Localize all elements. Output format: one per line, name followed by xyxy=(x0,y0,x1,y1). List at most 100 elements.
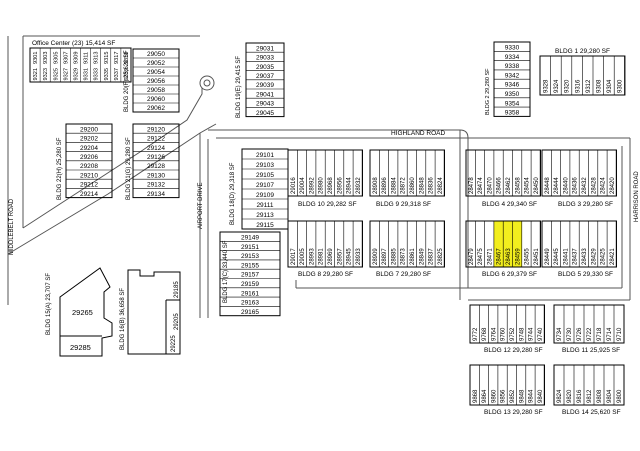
unit-29200[interactable]: 29200 xyxy=(80,126,98,133)
unit-29265[interactable]: 29265 xyxy=(72,308,93,317)
unit-9752[interactable]: 9752 xyxy=(510,327,516,341)
unit-29037[interactable]: 29037 xyxy=(256,73,274,80)
unit-9856[interactable]: 9856 xyxy=(501,389,507,403)
unit-29285[interactable]: 29285 xyxy=(70,343,91,352)
unit-9354[interactable]: 9354 xyxy=(505,100,520,107)
unit-28471[interactable]: 28471 xyxy=(487,248,493,265)
unit-9772[interactable]: 9772 xyxy=(473,327,479,341)
unit-9337[interactable]: 9337 xyxy=(114,68,120,80)
unit-28466[interactable]: 28466 xyxy=(497,177,503,194)
unit-29050[interactable]: 29050 xyxy=(147,51,165,58)
unit-29161[interactable]: 29161 xyxy=(241,290,259,297)
unit-28969[interactable]: 28969 xyxy=(328,248,334,265)
unit-29163[interactable]: 29163 xyxy=(241,300,259,307)
unit-28824[interactable]: 28824 xyxy=(438,177,444,194)
unit-29214[interactable]: 29214 xyxy=(80,191,98,198)
unit-29031[interactable]: 29031 xyxy=(256,45,274,52)
unit-28455[interactable]: 28455 xyxy=(525,248,531,265)
unit-9325[interactable]: 9325 xyxy=(53,68,59,80)
unit-9333[interactable]: 9333 xyxy=(94,68,100,80)
unit-29054[interactable]: 29054 xyxy=(147,69,165,76)
unit-28933[interactable]: 28933 xyxy=(356,248,362,265)
unit-29126[interactable]: 29126 xyxy=(147,154,165,161)
unit-28885[interactable]: 28885 xyxy=(391,248,397,265)
unit-29149[interactable]: 29149 xyxy=(241,235,259,242)
unit-9350[interactable]: 9350 xyxy=(505,91,520,98)
unit-29017[interactable]: 29017 xyxy=(291,248,297,265)
unit-9308[interactable]: 9308 xyxy=(596,79,602,93)
unit-9852[interactable]: 9852 xyxy=(510,389,516,403)
unit-28836[interactable]: 28836 xyxy=(429,177,435,194)
unit-28944[interactable]: 28944 xyxy=(347,177,353,194)
unit-29101[interactable]: 29101 xyxy=(256,152,274,159)
unit-29016[interactable]: 29016 xyxy=(291,177,297,194)
unit-28981[interactable]: 28981 xyxy=(319,248,325,265)
unit-28437[interactable]: 28437 xyxy=(573,248,579,265)
unit-28429[interactable]: 28429 xyxy=(591,248,597,265)
unit-29204[interactable]: 29204 xyxy=(80,145,98,152)
unit-28428[interactable]: 28428 xyxy=(591,177,597,194)
unit-29210[interactable]: 29210 xyxy=(80,172,98,179)
unit-9860[interactable]: 9860 xyxy=(491,389,497,403)
unit-28458[interactable]: 28458 xyxy=(515,177,521,194)
unit-9317[interactable]: 9317 xyxy=(114,52,120,64)
unit-9320[interactable]: 9320 xyxy=(565,79,571,93)
unit-9800[interactable]: 9800 xyxy=(617,389,623,403)
unit-9328[interactable]: 9328 xyxy=(543,79,549,93)
unit-28444[interactable]: 28444 xyxy=(554,177,560,194)
unit-28478[interactable]: 28478 xyxy=(469,177,475,194)
unit-28860[interactable]: 28860 xyxy=(410,177,416,194)
unit-28873[interactable]: 28873 xyxy=(401,248,407,265)
unit-9311[interactable]: 9311 xyxy=(84,52,90,64)
unit-29165[interactable]: 29165 xyxy=(241,309,259,316)
unit-9710[interactable]: 9710 xyxy=(617,327,623,341)
unit-28908[interactable]: 28908 xyxy=(373,177,379,194)
unit-28992[interactable]: 28992 xyxy=(309,177,315,194)
unit-29115[interactable]: 29115 xyxy=(256,222,274,229)
unit-29185[interactable]: 29185 xyxy=(174,281,180,298)
unit-9740[interactable]: 9740 xyxy=(538,327,544,341)
unit-29035[interactable]: 29035 xyxy=(256,64,274,71)
unit-29105[interactable]: 29105 xyxy=(256,172,274,179)
unit-29056[interactable]: 29056 xyxy=(147,78,165,85)
unit-9844[interactable]: 9844 xyxy=(529,389,535,403)
unit-28956[interactable]: 28956 xyxy=(337,177,343,194)
unit-29208[interactable]: 29208 xyxy=(80,163,98,170)
unit-28993[interactable]: 28993 xyxy=(309,248,315,265)
unit-28463[interactable]: 28463 xyxy=(506,248,512,265)
unit-28433[interactable]: 28433 xyxy=(582,248,588,265)
unit-28479[interactable]: 28479 xyxy=(469,248,475,265)
unit-9804[interactable]: 9804 xyxy=(607,389,613,403)
unit-28445[interactable]: 28445 xyxy=(554,248,560,265)
unit-9316[interactable]: 9316 xyxy=(575,79,581,93)
unit-28932[interactable]: 28932 xyxy=(356,177,362,194)
unit-9301[interactable]: 9301 xyxy=(33,52,39,64)
unit-9730[interactable]: 9730 xyxy=(567,327,573,341)
unit-29153[interactable]: 29153 xyxy=(241,253,259,260)
unit-28462[interactable]: 28462 xyxy=(506,177,512,194)
unit-9338[interactable]: 9338 xyxy=(505,63,520,70)
unit-29039[interactable]: 29039 xyxy=(256,82,274,89)
unit-29130[interactable]: 29130 xyxy=(147,172,165,179)
unit-9714[interactable]: 9714 xyxy=(607,327,613,341)
unit-29107[interactable]: 29107 xyxy=(256,182,274,189)
unit-9346[interactable]: 9346 xyxy=(505,82,520,89)
unit-9304[interactable]: 9304 xyxy=(607,79,613,93)
unit-28436[interactable]: 28436 xyxy=(573,177,579,194)
unit-28475[interactable]: 28475 xyxy=(478,248,484,265)
unit-28425[interactable]: 28425 xyxy=(601,248,607,265)
unit-9734[interactable]: 9734 xyxy=(557,327,563,341)
unit-28872[interactable]: 28872 xyxy=(401,177,407,194)
unit-9321[interactable]: 9321 xyxy=(33,68,39,80)
unit-29043[interactable]: 29043 xyxy=(256,101,274,108)
unit-9324[interactable]: 9324 xyxy=(554,79,560,93)
unit-9744[interactable]: 9744 xyxy=(529,327,535,341)
unit-29151[interactable]: 29151 xyxy=(241,244,259,251)
unit-29120[interactable]: 29120 xyxy=(147,126,165,133)
unit-9722[interactable]: 9722 xyxy=(587,327,593,341)
unit-9312[interactable]: 9312 xyxy=(586,79,592,93)
unit-9764[interactable]: 9764 xyxy=(491,327,497,341)
unit-9330[interactable]: 9330 xyxy=(505,45,520,52)
unit-28861[interactable]: 28861 xyxy=(410,248,416,265)
unit-29124[interactable]: 29124 xyxy=(147,145,165,152)
